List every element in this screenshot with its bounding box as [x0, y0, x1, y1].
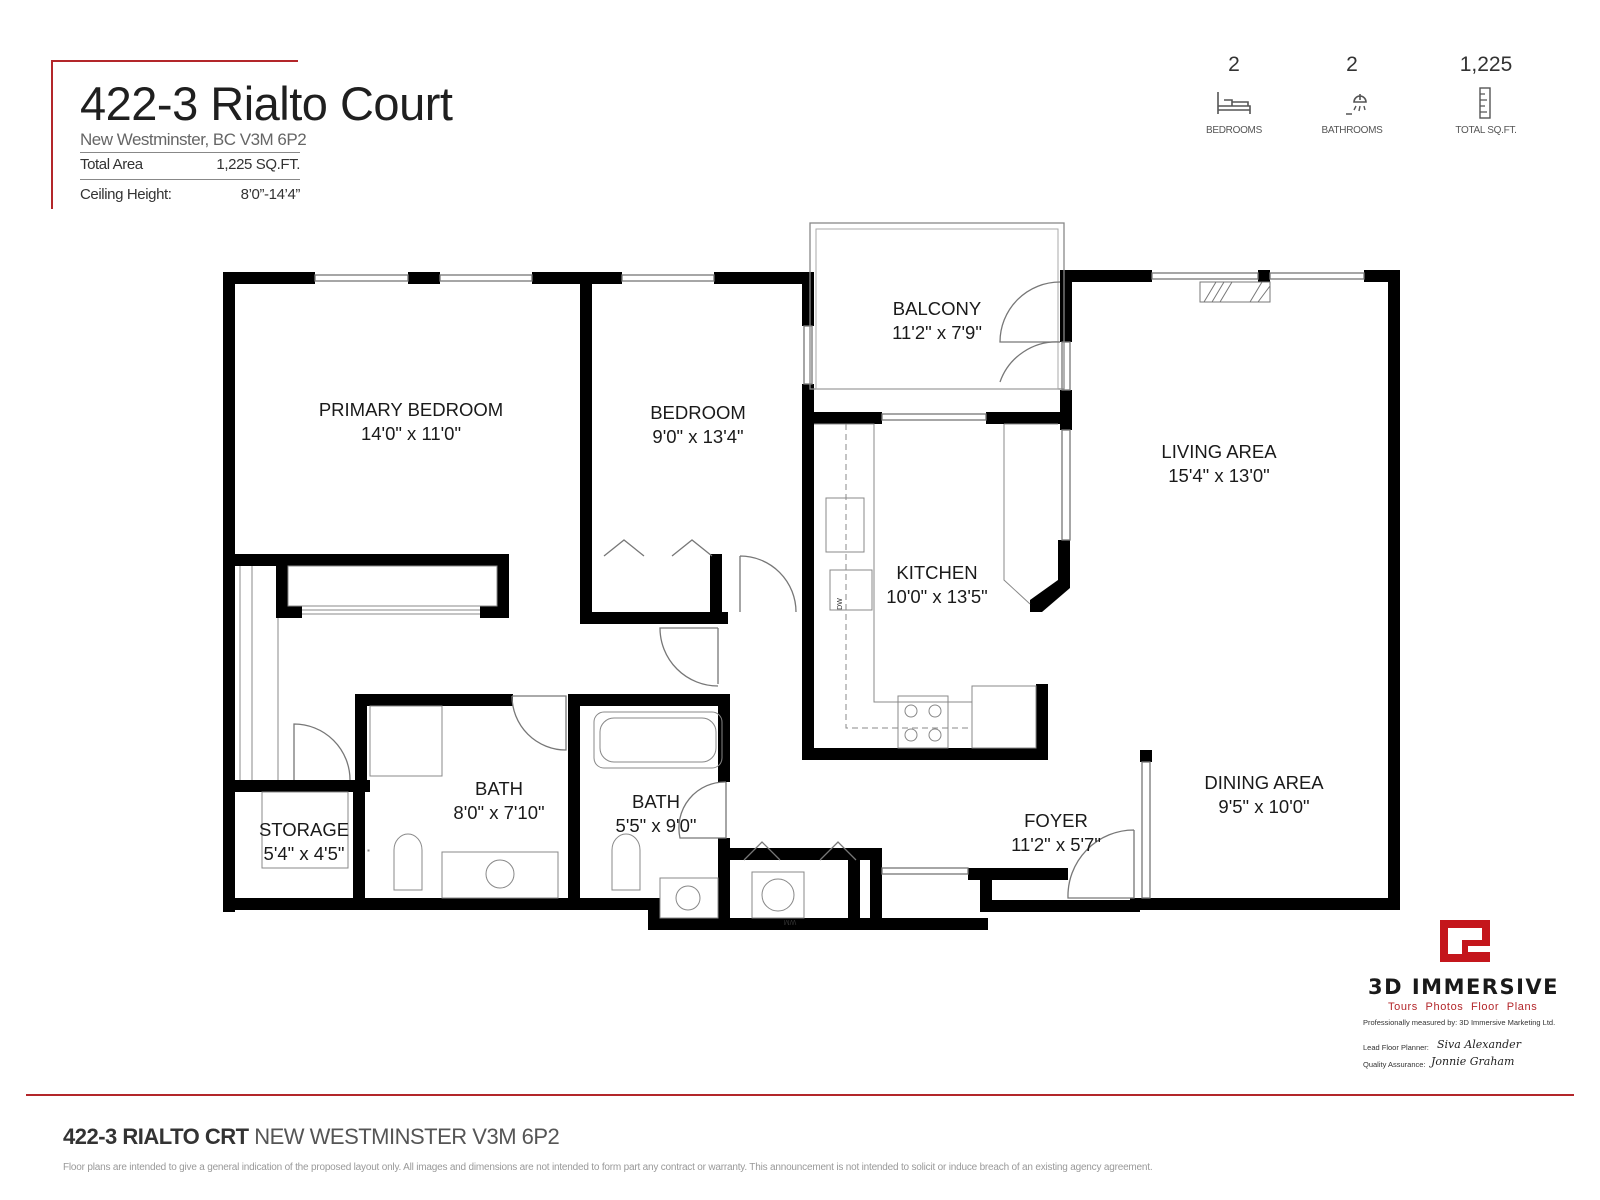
- storage-dims: 5'4" x 4'5": [264, 843, 345, 864]
- foyer-name: FOYER: [1024, 810, 1088, 831]
- bath-fixtures: [261, 705, 805, 919]
- bedroom-name: BEDROOM: [650, 402, 746, 423]
- bedrooms-label: BEDROOMS: [1206, 125, 1262, 136]
- bath-main-name: BATH: [475, 778, 523, 799]
- bed-icon: [1217, 92, 1251, 114]
- total-area-row: Total Area 1,225 SQ.FT.: [80, 156, 300, 173]
- kitchen-name: KITCHEN: [896, 562, 977, 583]
- living-area-dims: 15'4" x 13'0": [1168, 465, 1269, 486]
- ceiling-height-row: Ceiling Height: 8’0”-14’4”: [80, 186, 300, 203]
- footer-divider: [26, 1094, 1574, 1096]
- total-area-value: 1,225 SQ.FT.: [216, 156, 300, 173]
- lead-planner-signature: Siva Alexander: [1437, 1038, 1521, 1051]
- primary-bedroom-dims: 14'0" x 11'0": [361, 423, 461, 444]
- foyer-dims: 11'2" x 5'7": [1011, 834, 1101, 855]
- disclaimer: Floor plans are intended to give a gener…: [63, 1162, 1153, 1173]
- quality-assurance-label: Quality Assurance:: [1363, 1060, 1426, 1069]
- lead-planner-label: Lead Floor Planner:: [1363, 1043, 1429, 1052]
- ruler-icon: [1479, 87, 1491, 119]
- bath-ensuite-name: BATH: [632, 791, 680, 812]
- bath-main-dims: 8'0" x 7'10": [453, 802, 544, 823]
- quality-assurance-signature: Jonnie Graham: [1431, 1055, 1515, 1068]
- dining-area-name: DINING AREA: [1204, 772, 1324, 793]
- sqft-count: 1,225: [1459, 53, 1513, 76]
- bedroom-count: 2: [1228, 53, 1240, 76]
- ceiling-height-value: 8’0”-14’4”: [240, 186, 301, 203]
- closet-shelves: [239, 565, 498, 780]
- measured-by: Professionally measured by: 3D Immersive…: [1363, 1018, 1556, 1027]
- living-area-name: LIVING AREA: [1161, 441, 1277, 462]
- header-frame: [51, 60, 298, 209]
- divider: [80, 152, 300, 153]
- ceiling-height-label: Ceiling Height:: [80, 186, 172, 203]
- washer-label: WM: [784, 918, 797, 925]
- storage-name: STORAGE: [259, 819, 349, 840]
- sqft-label: TOTAL SQ.FT.: [1455, 125, 1517, 136]
- brand-tagline: Tours Photos Floor Plans: [1388, 1001, 1538, 1013]
- primary-bedroom-name: PRIMARY BEDROOM: [319, 399, 503, 420]
- walls: [223, 270, 1400, 930]
- bathrooms-label: BATHROOMS: [1321, 125, 1383, 136]
- property-address: New Westminster, BC V3M 6P2: [80, 130, 307, 149]
- shower-icon: [1346, 94, 1367, 115]
- kitchen-counters: [814, 423, 1058, 749]
- total-area-label: Total Area: [80, 156, 143, 173]
- fireplace: [1199, 281, 1271, 303]
- footer-address-rest: NEW WESTMINSTER V3M 6P2: [254, 1124, 560, 1149]
- bath-ensuite-dims: 5'5" x 9'0": [616, 815, 697, 836]
- page-title: 422-3 Rialto Court: [80, 77, 453, 130]
- bedroom-dims: 9'0" x 13'4": [652, 426, 743, 447]
- brand-logo-mark: [1440, 920, 1490, 962]
- doors: [293, 281, 1135, 899]
- balcony-name: BALCONY: [893, 298, 981, 319]
- divider: [80, 179, 300, 180]
- bathroom-count: 2: [1346, 53, 1358, 76]
- kitchen-dims: 10'0" x 13'5": [886, 586, 987, 607]
- brand-name: 3D IMMERSIVE: [1368, 975, 1560, 999]
- windows: [314, 272, 1365, 899]
- balcony-dims: 11'2" x 7'9": [892, 322, 982, 343]
- footer-address: 422-3 RIALTO CRT NEW WESTMINSTER V3M 6P2: [63, 1124, 560, 1150]
- dishwasher-label: DW: [837, 598, 844, 610]
- footer-address-bold: 422-3 RIALTO CRT: [63, 1124, 249, 1149]
- dining-area-dims: 9'5" x 10'0": [1218, 796, 1309, 817]
